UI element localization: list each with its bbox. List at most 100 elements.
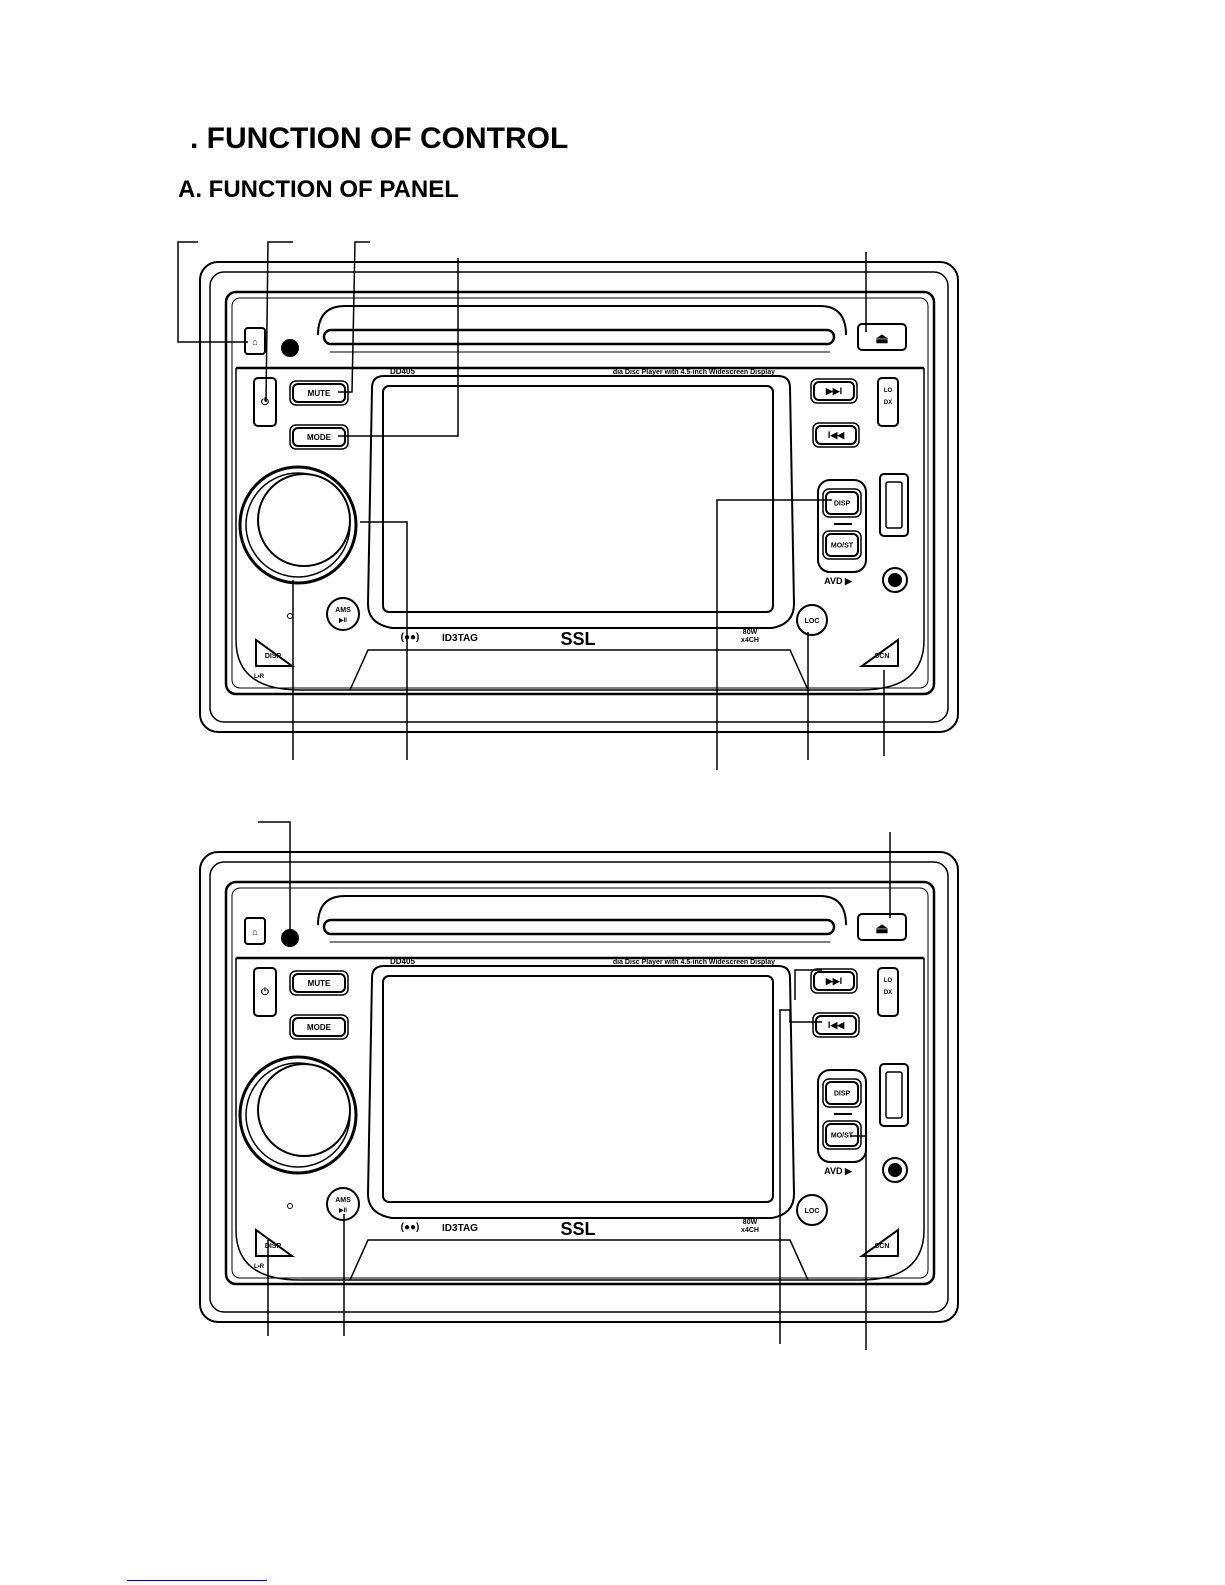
model-label: DD405 <box>390 957 415 966</box>
disc-logo: (●●) <box>401 632 420 643</box>
mode-button-label: MODE <box>307 433 332 442</box>
lr-label: L•R <box>254 1264 265 1270</box>
eject-button <box>857 913 907 941</box>
faceplate-inner <box>231 297 929 689</box>
disp-left-button <box>255 638 296 667</box>
faceplate-contour <box>235 368 925 691</box>
slot-frame <box>317 895 847 926</box>
disc-logo: (●●) <box>401 1222 420 1233</box>
mode-button: MODE <box>289 424 349 450</box>
lower-chin <box>349 649 809 691</box>
tilt-button <box>244 327 266 355</box>
power-badge-bottom: x4CH <box>741 1227 759 1234</box>
tilt-icon: ⌂ <box>252 927 257 937</box>
faceplate <box>224 290 936 696</box>
disp-right-button: DISP <box>822 488 862 518</box>
ams-button <box>326 597 360 631</box>
faceplate-inner <box>231 887 929 1279</box>
callout-prev-next <box>779 1009 822 1344</box>
volume-knob <box>257 473 351 567</box>
eject-icon: ⏏ <box>875 330 888 346</box>
brand-logo: SSL <box>560 1219 595 1239</box>
callout-next <box>794 969 822 1000</box>
next-track-button-label: ▶▶I <box>825 976 842 986</box>
ams-sub-label: ▶II <box>338 1207 347 1214</box>
stereo-panel-1: DD405 dia Disc Player with 4.5-inch Wides… <box>199 261 959 733</box>
mode-button-label: MODE <box>307 1023 332 1032</box>
screen-bezel <box>366 965 796 1219</box>
mute-button: MUTE <box>289 380 349 406</box>
ams-label: AMS <box>335 607 351 614</box>
disp-left-label: DISP <box>265 653 282 660</box>
most-button: MO/ST <box>822 530 862 560</box>
bezel-inner <box>209 861 949 1313</box>
next-track-button-label: ▶▶I <box>825 386 842 396</box>
stereo-panel-2: DD405 dia Disc Player with 4.5-inch Wides… <box>199 851 959 1323</box>
eject-icon: ⏏ <box>875 920 888 936</box>
usb-port <box>885 1071 903 1119</box>
loc-label: LOC <box>805 1208 820 1215</box>
tagline-label: dia Disc Player with 4.5-inch Widescreen… <box>613 369 775 376</box>
brand-logo: SSL <box>560 629 595 649</box>
power-badge-bottom: x4CH <box>741 637 759 644</box>
callout-disp <box>716 499 832 770</box>
disp-left-label: DISP <box>265 1243 282 1250</box>
page-title: . FUNCTION OF CONTROL <box>190 122 569 155</box>
power-badge-top: 80W <box>743 629 758 636</box>
tilt-button <box>244 917 266 945</box>
ams-button <box>326 1187 360 1221</box>
loc-button <box>796 1194 828 1226</box>
slot-frame <box>317 305 847 336</box>
most-button: MO/ST <box>822 1120 862 1150</box>
callout-tilt <box>177 241 248 343</box>
display-screen <box>382 975 774 1203</box>
bezel-inner <box>209 271 949 723</box>
mode-button: MODE <box>289 1014 349 1040</box>
footer-rule <box>127 1580 267 1581</box>
mute-button-label: MUTE <box>308 979 331 988</box>
avd-logo: AVD ▶ <box>824 1166 853 1176</box>
remote-sensor <box>888 573 902 587</box>
next-track-button: ▶▶I <box>810 378 858 404</box>
disc-slot <box>322 328 836 346</box>
callout-most <box>850 1135 867 1350</box>
power-icon: ⏻ <box>261 986 269 998</box>
lo-label: LO <box>884 388 893 394</box>
scn-button <box>858 1228 899 1257</box>
dx-label: DX <box>884 990 892 996</box>
avd-logo: AVD ▶ <box>824 576 853 586</box>
power-button <box>253 377 277 427</box>
eject-button <box>857 323 907 351</box>
ams-sub-label: ▶II <box>338 617 347 624</box>
loc-button <box>796 604 828 636</box>
callout-mute <box>338 241 370 393</box>
faceplate <box>224 880 936 1286</box>
id3-logo: ID3TAG <box>442 633 478 644</box>
aux-jack <box>281 339 299 357</box>
disp-right-button-label: DISP <box>834 501 851 508</box>
aux-jack <box>281 929 299 947</box>
ams-label: AMS <box>335 1197 351 1204</box>
usb-port <box>885 481 903 529</box>
model-label: DD405 <box>390 367 415 376</box>
mute-button: MUTE <box>289 970 349 996</box>
next-track-button: ▶▶I <box>810 968 858 994</box>
power-icon: ⏻ <box>261 396 269 408</box>
callout-knob-ring <box>360 521 408 760</box>
screen-bezel <box>366 375 796 629</box>
prev-track-button-label: I◀◀ <box>828 430 845 440</box>
loc-label: LOC <box>805 618 820 625</box>
tagline-label: dia Disc Player with 4.5-inch Widescreen… <box>613 959 775 966</box>
most-button-label: MO/ST <box>831 1133 854 1140</box>
scn-label: SCN <box>875 653 890 660</box>
prev-track-button: I◀◀ <box>812 1012 860 1038</box>
faceplate-contour <box>235 958 925 1281</box>
tilt-icon: ⌂ <box>252 337 257 347</box>
lo-dx-button <box>877 377 899 427</box>
lo-label: LO <box>884 978 893 984</box>
lo-dx-button <box>877 967 899 1017</box>
section-subtitle: A. FUNCTION OF PANEL <box>178 176 459 203</box>
mute-button-label: MUTE <box>308 389 331 398</box>
lower-chin <box>349 1239 809 1281</box>
